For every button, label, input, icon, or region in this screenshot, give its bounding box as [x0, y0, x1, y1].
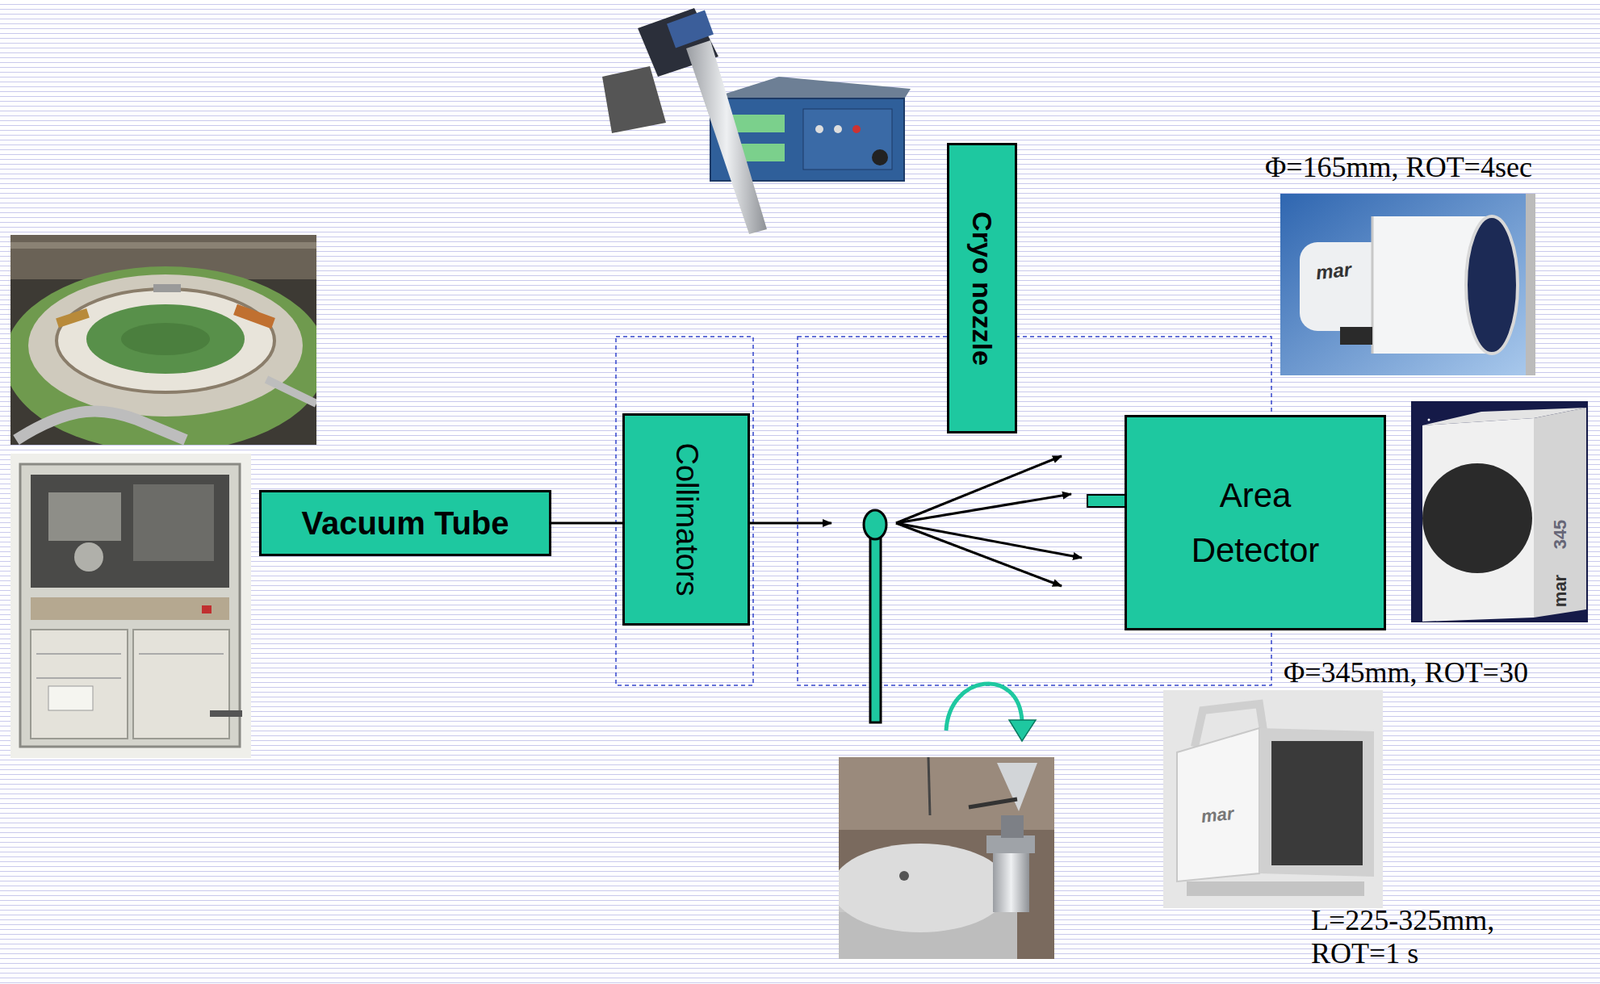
xray-generator-photo — [30, 597, 230, 620]
synchrotron-photo — [266, 379, 317, 404]
synchrotron-photo — [233, 304, 276, 329]
cryo-device-photo — [686, 40, 767, 235]
xray-generator-photo — [36, 677, 122, 679]
xray-generator-photo — [201, 605, 212, 614]
diffracted-ray — [896, 523, 1062, 587]
synchrotron-photo — [10, 242, 317, 249]
box-label: Vacuum Tube — [301, 505, 509, 542]
ccd-detector-photo — [1259, 728, 1374, 877]
synchrotron-photo — [56, 289, 275, 393]
box-label: Cryo nozzle — [966, 211, 998, 366]
mar345-detector-photo — [1411, 401, 1588, 623]
mar165-detector-photo — [1340, 326, 1373, 345]
sample-crystal — [863, 510, 887, 540]
xray-generator-photo — [30, 474, 230, 588]
mar345-detector-photo — [1422, 463, 1533, 574]
vacuum-tube-box: Vacuum Tube — [259, 490, 552, 557]
goniometer-photo — [986, 835, 1035, 854]
brand-logo: mar — [1549, 574, 1571, 608]
diffracted-ray — [896, 456, 1062, 524]
synchrotron-photo — [10, 234, 317, 445]
synchrotron-photo — [121, 322, 210, 356]
xray-generator-photo — [74, 542, 104, 572]
mar345-detector-photo — [1533, 407, 1587, 618]
goniometer-photo — [1001, 815, 1024, 838]
beam-arrow — [749, 523, 832, 524]
mar165-detector-photo — [1280, 193, 1526, 376]
goniometer-photo — [992, 847, 1030, 913]
cryo-device-photo — [602, 66, 666, 134]
ccd-detector-photo — [1163, 690, 1383, 909]
rotation-arrow — [946, 683, 1036, 742]
xray-generator-photo — [133, 484, 214, 562]
goniometer-photo — [838, 757, 1055, 960]
xray-generator-photo — [10, 453, 252, 759]
synchrotron-photo — [153, 284, 181, 293]
cryo-device-photo — [815, 125, 824, 134]
mar165-detector-photo — [1465, 216, 1518, 354]
diffracted-ray — [896, 494, 1072, 524]
xray-generator-photo — [36, 653, 122, 655]
xray-generator-photo — [20, 464, 240, 747]
diffracted-ray — [896, 456, 1082, 587]
ccd-detector-photo — [1176, 728, 1260, 882]
dimension-label: Φ=165mm, ROT=4sec — [1264, 150, 1533, 185]
sample-crystal — [870, 536, 881, 723]
mar165-detector-photo — [1525, 193, 1536, 376]
goniometer-photo — [928, 757, 930, 816]
box-label: Area Detector — [1162, 468, 1349, 577]
xray-generator-photo — [48, 492, 122, 541]
synchrotron-photo — [10, 266, 317, 445]
ccd-detector-photo — [1163, 690, 1383, 909]
xray-generator-photo — [30, 629, 128, 739]
xray-generator-photo — [133, 629, 230, 739]
area-detector-box: Area Detector — [1124, 414, 1387, 631]
dimension-label: L=225-325mm, ROT=1 s — [1310, 904, 1546, 972]
mar345-detector-photo — [1422, 418, 1534, 622]
cryo-nozzle-box: Cryo nozzle — [946, 142, 1018, 434]
synchrotron-photo — [16, 410, 186, 440]
sample-crystal — [863, 510, 887, 723]
cryo-device-photo — [852, 125, 861, 134]
diffracted-ray — [896, 523, 1082, 558]
box-label: Collimators — [669, 442, 704, 596]
cryo-device-photo — [602, 8, 911, 235]
mar345-detector-photo — [1411, 401, 1588, 623]
goniometer-photo — [838, 843, 1010, 933]
dimension-label: Φ=345mm, ROT=30 — [1283, 655, 1529, 690]
mar165-detector-photo — [1280, 193, 1536, 376]
xray-generator-photo — [209, 710, 243, 717]
collimator-box: Collimators — [622, 413, 750, 626]
goniometer-photo — [968, 799, 1018, 808]
model-number: 345 — [1549, 519, 1571, 550]
brand-logo: mar — [1315, 258, 1353, 285]
ccd-detector-photo — [1271, 741, 1363, 866]
synchrotron-photo — [55, 308, 90, 328]
xray-generator-photo — [10, 453, 252, 759]
xray-generator-photo — [48, 686, 93, 711]
synchrotron-photo — [86, 304, 245, 374]
brand-logo: mar — [1200, 803, 1236, 828]
goniometer-photo — [996, 762, 1038, 812]
beam-arrow — [749, 522, 832, 525]
ccd-detector-photo — [1186, 881, 1365, 897]
beam-line — [551, 522, 623, 525]
cryo-device-photo — [666, 9, 714, 48]
rotation-arrow — [1009, 720, 1036, 742]
goniometer-photo — [899, 871, 909, 881]
dashed-region — [615, 336, 754, 686]
xray-generator-photo — [138, 653, 224, 655]
mar345-detector-photo — [1428, 418, 1431, 422]
cryo-device-photo — [871, 149, 888, 166]
synchrotron-photo — [28, 274, 303, 417]
cryo-device-photo — [803, 108, 893, 170]
cryo-device-photo — [833, 125, 842, 134]
